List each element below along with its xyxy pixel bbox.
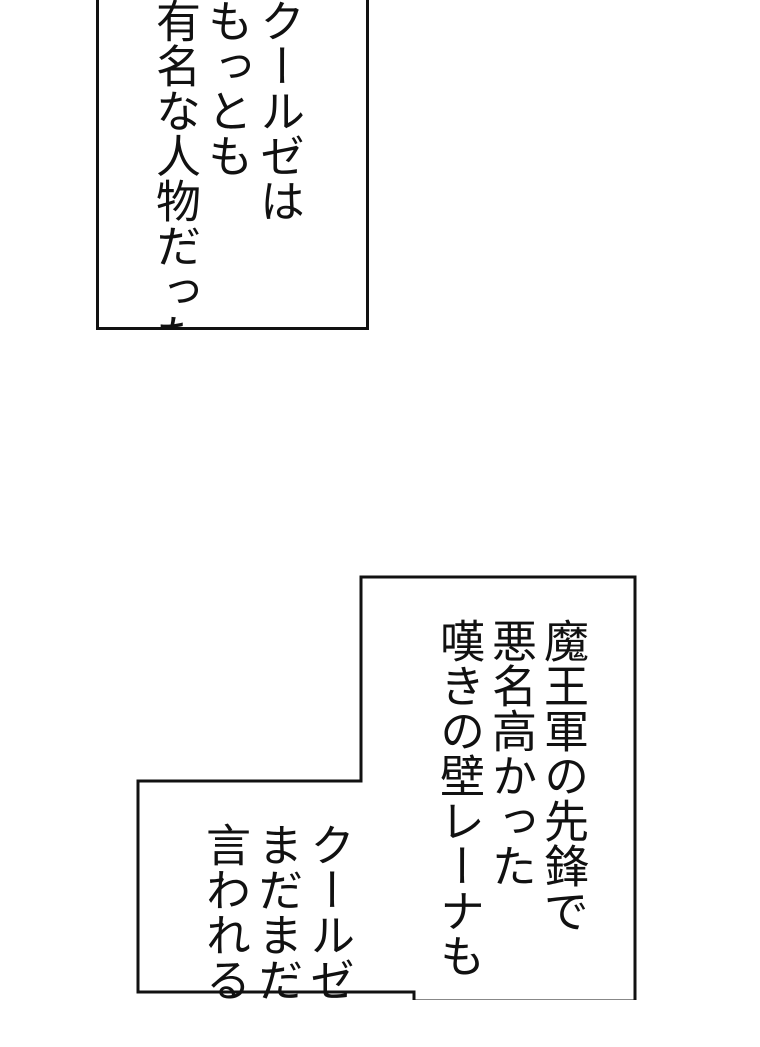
caption-box-bottom	[136, 575, 637, 1000]
caption-box-top: クールゼはもっとも有名な人物だった	[96, 0, 369, 330]
caption-text-top: クールゼはもっとも有名な人物だった	[148, 0, 305, 330]
caption-text-bottom-lower: クールゼのまだまだ言われる程	[198, 822, 355, 1047]
caption-box-bottom-border	[136, 575, 637, 1000]
caption-text-bottom-upper: 魔王軍の先鋒で悪名高かった嘆きの壁レーナも	[432, 618, 589, 978]
caption-box-bottom-text-area: 魔王軍の先鋒で悪名高かった嘆きの壁レーナも クールゼのまだまだ言われる程	[198, 618, 589, 1000]
